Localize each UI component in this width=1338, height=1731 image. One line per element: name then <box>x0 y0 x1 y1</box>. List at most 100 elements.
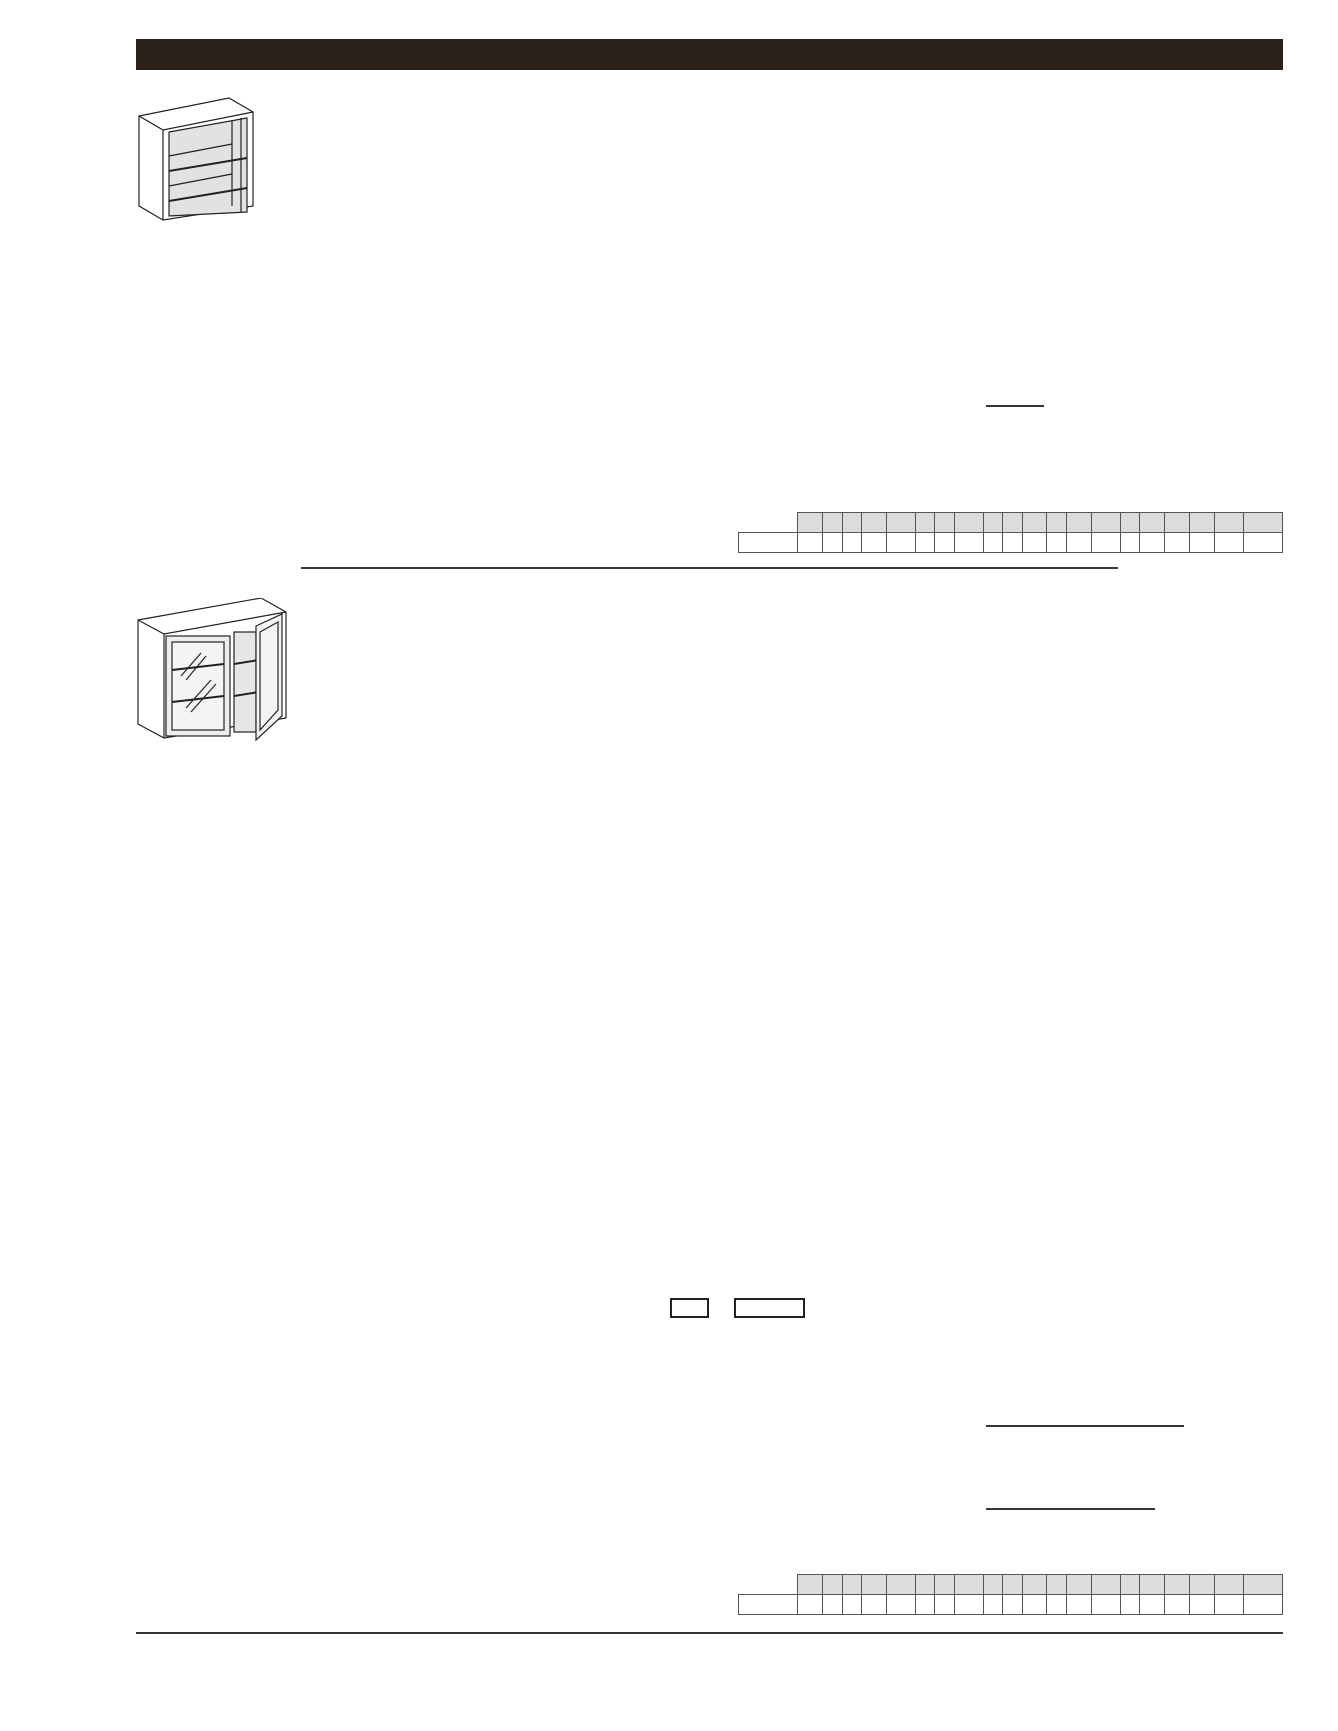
options-table-1 <box>738 512 1283 553</box>
table-cell <box>934 1594 955 1615</box>
table-cell <box>1214 532 1244 553</box>
table-cell <box>842 532 862 553</box>
table-cell <box>1120 512 1140 533</box>
open-wall-cabinet-icon <box>138 97 254 221</box>
table-cell <box>1066 532 1092 553</box>
underline-rule <box>986 1425 1184 1427</box>
table-cell <box>915 532 935 553</box>
table-cell <box>983 532 1003 553</box>
table-cell <box>1091 512 1121 533</box>
table-cell <box>861 1574 887 1595</box>
table-cell <box>983 1594 1003 1615</box>
table-cell <box>1120 1574 1140 1595</box>
table-cell <box>1066 1574 1092 1595</box>
table-cell <box>1022 532 1047 553</box>
table-cell <box>1214 1594 1244 1615</box>
table-header-row <box>738 512 1283 533</box>
table-cell <box>1189 1574 1215 1595</box>
underline-rule <box>986 405 1044 407</box>
table-cell <box>738 532 798 553</box>
table-cell <box>1139 1574 1165 1595</box>
table-cell <box>1214 512 1244 533</box>
glass-door-wall-cabinet-icon <box>137 598 287 742</box>
header-bar <box>136 39 1283 70</box>
table-cell <box>886 1574 916 1595</box>
table-cell <box>738 512 798 533</box>
table-cell <box>738 1594 798 1615</box>
table-cell <box>822 512 843 533</box>
table-cell <box>1022 512 1047 533</box>
table-cell <box>797 532 823 553</box>
table-cell <box>1091 1594 1121 1615</box>
table-cell <box>886 532 916 553</box>
table-cell <box>1139 512 1165 533</box>
table-cell <box>1120 532 1140 553</box>
table-cell <box>1164 532 1190 553</box>
table-row <box>738 532 1283 553</box>
table-cell <box>915 1574 935 1595</box>
table-cell <box>1066 1594 1092 1615</box>
table-cell <box>822 1574 843 1595</box>
table-cell <box>886 1594 916 1615</box>
table-cell <box>842 512 862 533</box>
table-cell <box>861 512 887 533</box>
table-cell <box>1139 1594 1165 1615</box>
table-cell <box>822 1594 843 1615</box>
table-cell <box>797 1574 823 1595</box>
table-cell <box>1066 512 1092 533</box>
table-cell <box>934 532 955 553</box>
table-cell <box>842 1574 862 1595</box>
table-cell <box>1002 532 1023 553</box>
table-cell <box>954 1594 984 1615</box>
table-cell <box>954 532 984 553</box>
table-cell <box>797 512 823 533</box>
table-cell <box>1243 1594 1283 1615</box>
options-table-2 <box>738 1574 1283 1615</box>
table-header-row <box>738 1574 1283 1595</box>
table-cell <box>1046 1594 1067 1615</box>
table-cell <box>822 532 843 553</box>
table-cell <box>1164 1574 1190 1595</box>
table-cell <box>1214 1574 1244 1595</box>
table-cell <box>738 1574 798 1595</box>
table-cell <box>842 1594 862 1615</box>
table-cell <box>1189 1594 1215 1615</box>
table-cell <box>934 512 955 533</box>
table-cell <box>1120 1594 1140 1615</box>
table-cell <box>1022 1574 1047 1595</box>
table-cell <box>1164 512 1190 533</box>
table-cell <box>1002 512 1023 533</box>
table-cell <box>1002 1574 1023 1595</box>
wide-box <box>734 1298 805 1318</box>
table-cell <box>915 1594 935 1615</box>
table-cell <box>1189 532 1215 553</box>
table-cell <box>1091 1574 1121 1595</box>
footer-rule <box>136 1632 1283 1634</box>
table-cell <box>1002 1594 1023 1615</box>
section-divider <box>301 567 1118 569</box>
table-cell <box>1139 532 1165 553</box>
table-cell <box>1164 1594 1190 1615</box>
small-box <box>670 1298 709 1318</box>
table-cell <box>886 512 916 533</box>
table-cell <box>983 1574 1003 1595</box>
table-cell <box>1243 532 1283 553</box>
underline-rule <box>986 1508 1155 1510</box>
table-cell <box>797 1594 823 1615</box>
table-cell <box>1189 512 1215 533</box>
table-cell <box>1091 532 1121 553</box>
table-row <box>738 1594 1283 1615</box>
table-cell <box>861 1594 887 1615</box>
table-cell <box>934 1574 955 1595</box>
table-cell <box>1046 1574 1067 1595</box>
table-cell <box>954 512 984 533</box>
table-cell <box>861 532 887 553</box>
table-cell <box>1046 512 1067 533</box>
table-cell <box>915 512 935 533</box>
table-cell <box>1046 532 1067 553</box>
table-cell <box>954 1574 984 1595</box>
table-cell <box>983 512 1003 533</box>
table-cell <box>1022 1594 1047 1615</box>
table-cell <box>1243 1574 1283 1595</box>
table-cell <box>1243 512 1283 533</box>
